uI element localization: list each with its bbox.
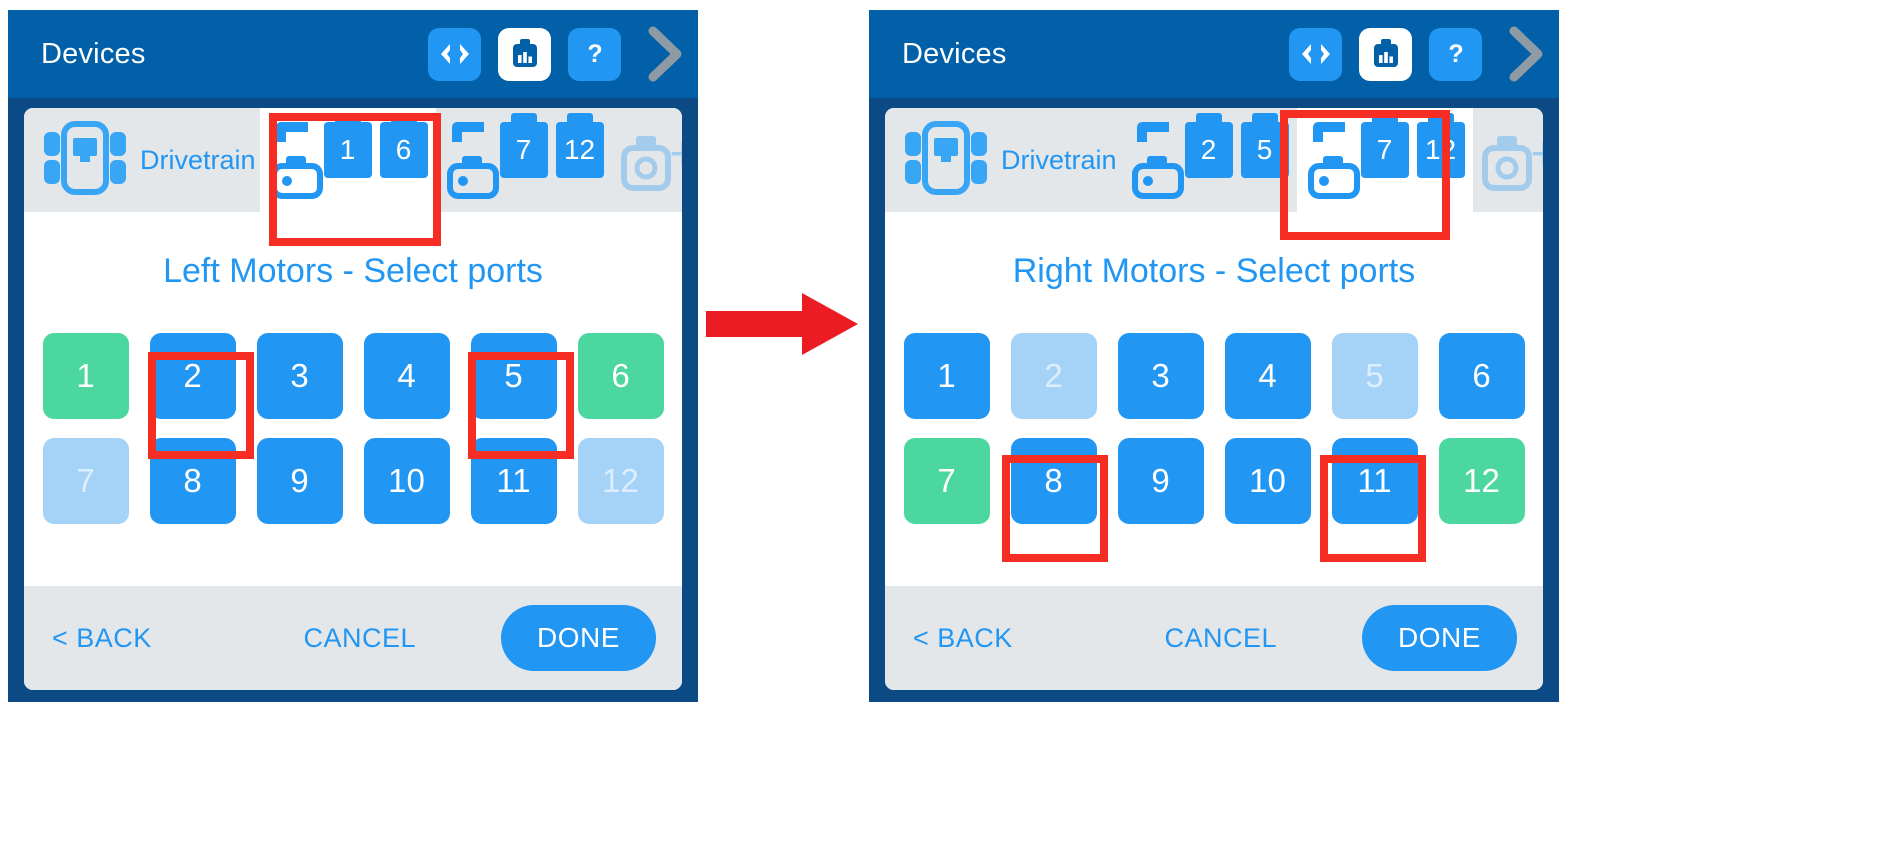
app-bar: Devices ?: [869, 10, 1559, 98]
port-button-6[interactable]: 6: [1438, 333, 1525, 419]
port-button-3[interactable]: 3: [1117, 333, 1204, 419]
motor-port-chip: 6: [379, 122, 428, 178]
motor-port-chip: 12: [555, 122, 604, 178]
port-button-4[interactable]: 4: [1224, 333, 1311, 419]
page-title: Left Motors - Select ports: [163, 252, 543, 290]
port-button-11[interactable]: 11: [470, 438, 557, 524]
drivetrain-label: Drivetrain: [1001, 144, 1117, 175]
port-button-7[interactable]: 7: [903, 438, 990, 524]
port-button-10[interactable]: 10: [363, 438, 450, 524]
chevron-right-icon[interactable]: [1503, 25, 1549, 83]
motor-group-icon: [1307, 122, 1360, 199]
dialog-body: Left Motors - Select ports 1 2 3 4 5 6 7…: [24, 212, 682, 586]
brain-device-icon[interactable]: [42, 120, 128, 201]
left-motor-ports: 1 6: [323, 114, 428, 178]
motor-port-chip: 2: [1184, 122, 1233, 178]
port-button-12[interactable]: 12: [1438, 438, 1525, 524]
motor-port-chip: 1: [323, 122, 372, 178]
svg-text:?: ?: [587, 40, 602, 68]
motor-port-chip: 12: [1416, 122, 1465, 178]
motor-port-chip: 5: [1240, 122, 1289, 178]
add-device-button[interactable]: +: [1479, 122, 1543, 198]
port-button-8[interactable]: 8: [1010, 438, 1097, 524]
port-button-7: 7: [42, 438, 129, 524]
port-button-5[interactable]: 5: [470, 333, 557, 419]
left-motor-ports: 2 5: [1184, 114, 1289, 178]
port-button-1[interactable]: 1: [903, 333, 990, 419]
app-title: Devices: [902, 37, 1007, 70]
cancel-button[interactable]: CANCEL: [1164, 622, 1278, 653]
motor-group-icon: [446, 122, 499, 199]
device-screenshot-right: Devices ?: [869, 10, 1559, 702]
right-motor-group[interactable]: 7 12: [436, 108, 612, 212]
port-button-8[interactable]: 8: [149, 438, 236, 524]
motor-port-chip: 7: [1360, 122, 1409, 178]
port-button-2[interactable]: 2: [149, 333, 236, 419]
motor-groups: 1 6: [259, 108, 682, 212]
port-button-11[interactable]: 11: [1331, 438, 1418, 524]
dialog-card: Drivetrain 1: [24, 108, 682, 690]
port-button-10[interactable]: 10: [1224, 438, 1311, 524]
port-button-4[interactable]: 4: [363, 333, 450, 419]
port-button-3[interactable]: 3: [256, 333, 343, 419]
dialog-footer: < BACK CANCEL DONE: [24, 586, 682, 690]
device-screenshot-left: Devices ?: [8, 10, 698, 702]
brain-icon[interactable]: [498, 27, 551, 81]
add-device-plus-label: +: [1531, 130, 1543, 176]
done-button[interactable]: DONE: [501, 605, 656, 671]
app-bar-icons: ?: [1289, 25, 1559, 83]
add-device-plus-label: +: [670, 130, 682, 176]
dialog-body: Right Motors - Select ports 1 2 3 4 5 6 …: [885, 212, 1543, 586]
help-icon[interactable]: ?: [568, 27, 621, 81]
motor-groups: 2 5: [1121, 108, 1543, 212]
help-icon[interactable]: ?: [1429, 27, 1482, 81]
cancel-button[interactable]: CANCEL: [303, 622, 417, 653]
port-button-5: 5: [1331, 333, 1418, 419]
add-device-button[interactable]: +: [618, 122, 682, 198]
add-device-icon: [1481, 136, 1532, 191]
device-bar: Drivetrain 1: [24, 108, 682, 212]
back-button[interactable]: < BACK: [52, 622, 152, 653]
svg-text:?: ?: [1448, 40, 1463, 68]
dialog-footer: < BACK CANCEL DONE: [885, 586, 1543, 690]
port-grid: 1 2 3 4 5 6 7 8 9 10 11 12: [903, 333, 1525, 524]
page-title: Right Motors - Select ports: [1012, 252, 1416, 290]
device-bar: Drivetrain 2 5: [885, 108, 1543, 212]
port-button-6[interactable]: 6: [577, 333, 664, 419]
code-icon[interactable]: [428, 27, 481, 81]
port-grid: 1 2 3 4 5 6 7 8 9 10 11 12: [42, 333, 664, 524]
app-bar-icons: ?: [428, 25, 698, 83]
right-motor-group[interactable]: 7 12: [1296, 108, 1473, 212]
left-motor-group[interactable]: 2 5: [1121, 108, 1297, 212]
motor-group-icon: [1131, 122, 1184, 199]
code-icon[interactable]: [1289, 27, 1342, 81]
left-motor-group[interactable]: 1 6: [259, 108, 436, 212]
chevron-right-icon[interactable]: [642, 25, 688, 83]
motor-port-chip: 7: [499, 122, 548, 178]
app-title: Devices: [41, 37, 146, 70]
port-button-9[interactable]: 9: [1117, 438, 1204, 524]
motor-group-icon: [270, 122, 323, 199]
add-device-icon: [620, 136, 671, 191]
back-button[interactable]: < BACK: [913, 622, 1013, 653]
app-bar: Devices ?: [8, 10, 698, 98]
step-arrow: [706, 293, 858, 355]
drivetrain-label: Drivetrain: [140, 144, 256, 175]
right-motor-ports: 7 12: [1360, 114, 1465, 178]
port-button-1[interactable]: 1: [42, 333, 129, 419]
port-button-2: 2: [1010, 333, 1097, 419]
done-button[interactable]: DONE: [1362, 605, 1517, 671]
brain-device-icon[interactable]: [903, 120, 989, 201]
right-motor-ports: 7 12: [499, 114, 604, 178]
dialog-card: Drivetrain 2 5: [885, 108, 1543, 690]
brain-icon[interactable]: [1359, 27, 1412, 81]
port-button-9[interactable]: 9: [256, 438, 343, 524]
port-button-12: 12: [577, 438, 664, 524]
